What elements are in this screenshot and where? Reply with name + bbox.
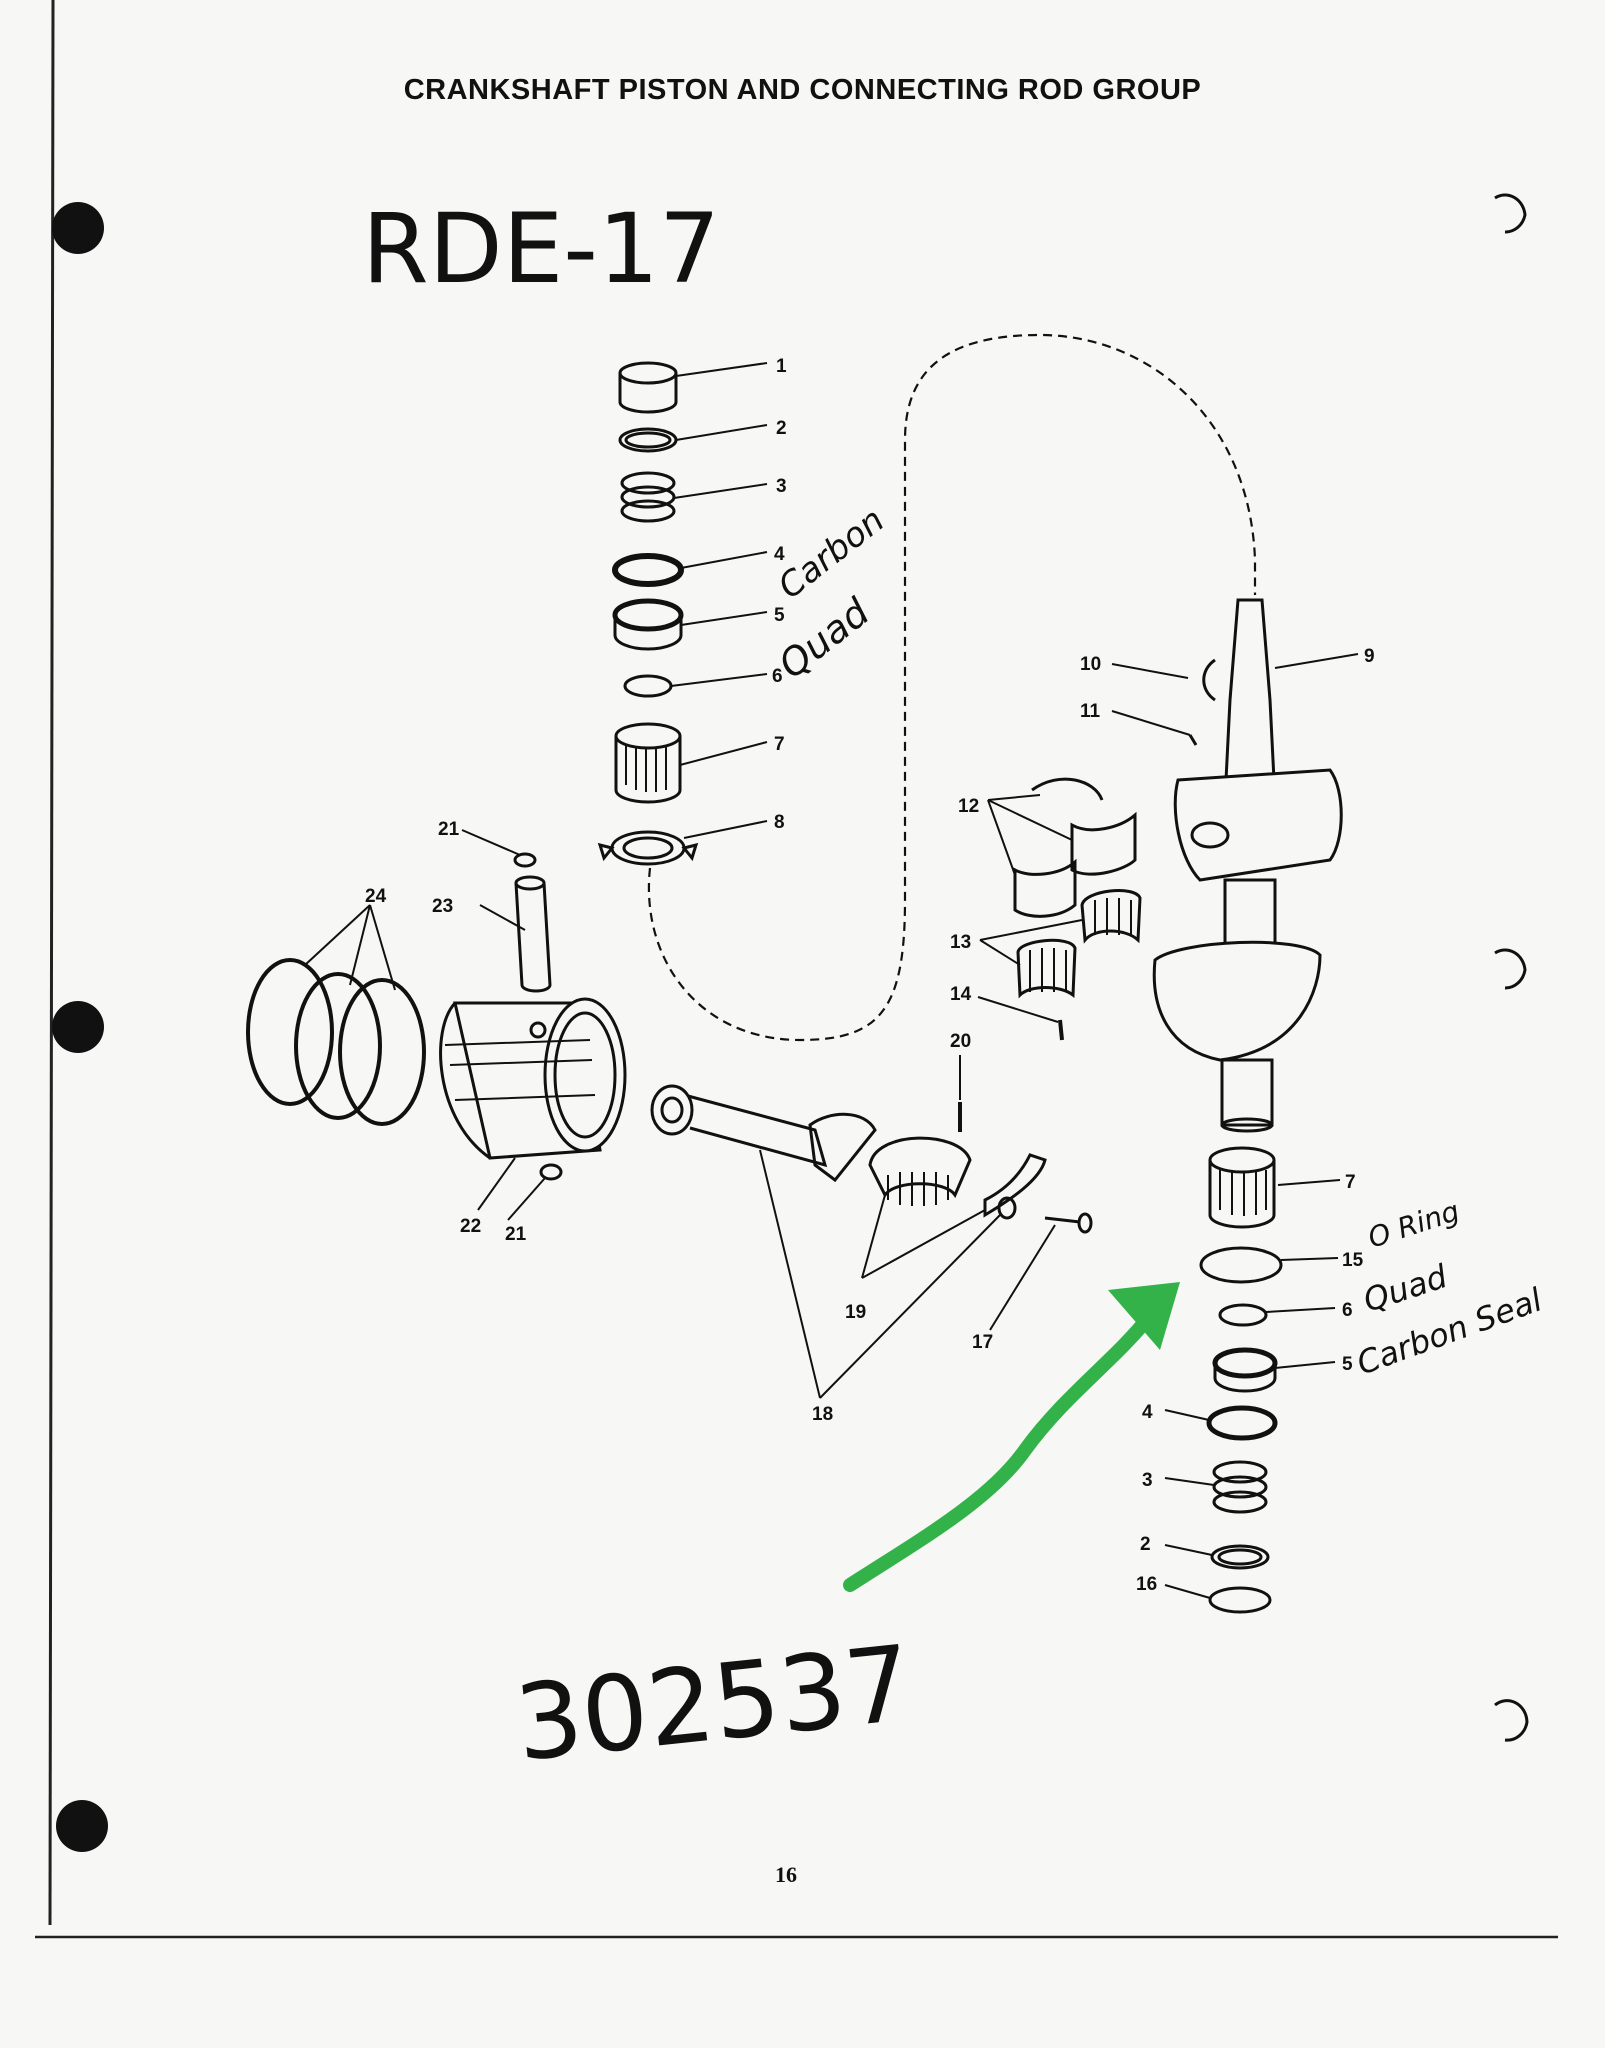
dashed-assembly-path: [647, 333, 1257, 1042]
callout-6: 6: [772, 666, 783, 687]
callout-22: 22: [460, 1216, 481, 1237]
main-bearing-halves: [1013, 777, 1137, 918]
callout-1: 1: [776, 356, 787, 377]
handwritten-note-carbon: Carbon: [771, 500, 892, 607]
callout-13: 13: [950, 932, 971, 953]
callout-19: 19: [845, 1302, 866, 1323]
rod-bearing-cages: [868, 1136, 972, 1206]
retaining-clip: [513, 852, 537, 868]
callout-17: 17: [972, 1332, 993, 1353]
crankshaft: [1152, 598, 1343, 1133]
punch-hole: [52, 202, 104, 254]
callout-8: 8: [774, 812, 785, 833]
bearing-pin: [1058, 1019, 1064, 1041]
callout-7: 7: [774, 734, 785, 755]
right-bearing-stack: [1199, 1146, 1283, 1614]
callout-3: 3: [776, 476, 787, 497]
wrist-pin: [514, 875, 552, 993]
callout-10: 10: [1080, 654, 1101, 675]
rod-screw: [1044, 1212, 1093, 1234]
punch-hole: [52, 1001, 104, 1053]
callout-2-lower: 2: [1140, 1534, 1151, 1555]
callout-12: 12: [958, 796, 979, 817]
leader-lines-right: [304, 653, 1359, 1599]
binder-edge-line: [48, 0, 55, 1926]
callout-6-lower: 6: [1342, 1300, 1353, 1321]
callout-5: 5: [774, 605, 785, 626]
callout-18: 18: [812, 1404, 833, 1425]
callout-20: 20: [950, 1031, 971, 1052]
punch-hole-shadow: [1494, 948, 1527, 990]
connecting-rod: [650, 1084, 877, 1183]
callout-4-lower: 4: [1142, 1402, 1153, 1423]
piston-rings: [246, 958, 426, 1126]
callout-15: 15: [1342, 1250, 1364, 1271]
callout-23: 23: [432, 896, 453, 917]
callout-5-lower: 5: [1342, 1354, 1353, 1375]
small-pin: [1188, 734, 1198, 746]
handwritten-note-oring: O Ring: [1364, 1194, 1463, 1254]
retaining-clip: [539, 1163, 563, 1181]
callout-labels: 1 2 3 4 5 6 7 8 9 10 11 12 13 14 20 21 2…: [365, 356, 1375, 1595]
callout-21-top: 21: [438, 819, 460, 840]
handwritten-note-quad: Quad: [770, 589, 878, 687]
punch-hole: [56, 1800, 108, 1852]
callout-16: 16: [1136, 1574, 1157, 1595]
callout-14: 14: [950, 984, 972, 1005]
callout-7-lower: 7: [1345, 1172, 1356, 1193]
rod-cap: [983, 1153, 1047, 1220]
callout-4: 4: [774, 544, 785, 565]
callout-21-bottom: 21: [505, 1224, 527, 1245]
left-bearing-stack: [597, 361, 699, 866]
piston: [439, 997, 627, 1160]
handwritten-note-quad-lower: Quad: [1359, 1257, 1453, 1320]
page-title: CRANKSHAFT PISTON AND CONNECTING ROD GRO…: [403, 74, 1202, 106]
callout-11: 11: [1080, 701, 1101, 722]
callout-24: 24: [365, 886, 387, 907]
punch-hole-shadow: [1494, 193, 1527, 234]
leader-lines-left: [670, 362, 768, 839]
handwritten-part-number: 302537: [510, 1622, 918, 1785]
callout-3-lower: 3: [1142, 1470, 1153, 1491]
green-arrow: [843, 1282, 1180, 1592]
callout-2: 2: [776, 418, 787, 439]
callout-9: 9: [1364, 646, 1375, 667]
needle-cages: [1016, 889, 1142, 999]
handwritten-model-number: RDE-17: [362, 193, 720, 305]
punch-hole-shadow: [1494, 1699, 1529, 1742]
page-number: 16: [775, 1862, 797, 1887]
